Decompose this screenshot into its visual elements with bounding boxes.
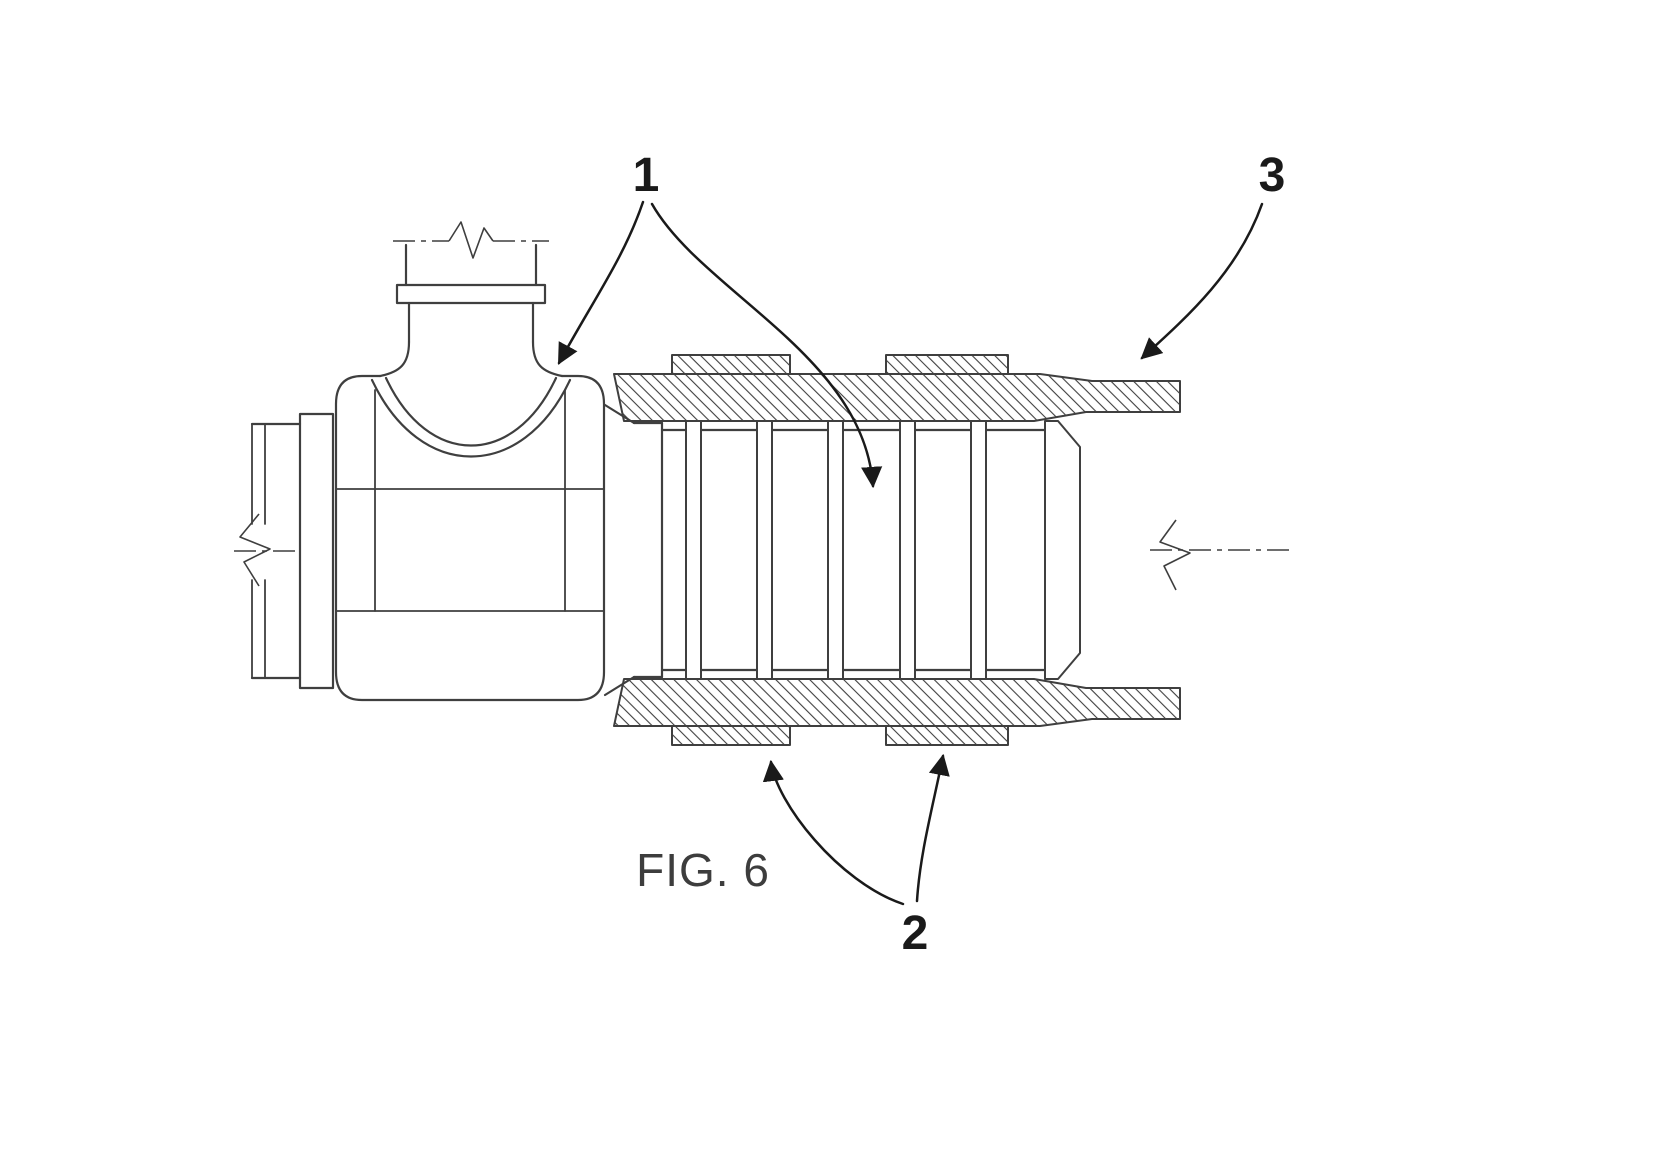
figure-text: 1 3 2 FIG. 6 — [633, 149, 1286, 960]
branch-break-zigzag — [448, 221, 494, 259]
leader-2-to-left-ring — [762, 759, 905, 906]
pipe-top-wall — [613, 373, 1181, 422]
barb-rib — [899, 420, 916, 680]
leader-1-to-fitting — [557, 200, 645, 365]
stub-flange — [298, 412, 335, 690]
pipe-bottom-wall — [613, 678, 1181, 727]
leader-lines — [557, 200, 1264, 906]
crimp-ring-bottom-left — [671, 725, 791, 746]
pipe-break-zigzag — [1159, 519, 1191, 591]
insert-neck-top — [603, 403, 636, 425]
leader-1-to-barbs — [650, 202, 883, 489]
left-stub — [239, 412, 335, 690]
stub-break-zigzag — [239, 513, 271, 587]
barb-rib — [827, 420, 844, 680]
barb-rib — [970, 420, 987, 680]
leader-2-to-right-ring — [915, 753, 950, 903]
saddle-arc-inner — [384, 376, 558, 447]
tee-fitting-body — [334, 374, 606, 702]
branch-collar — [395, 283, 547, 305]
insert-neck-bottom — [603, 675, 636, 697]
insert-tip — [1044, 420, 1081, 680]
barbed-insert — [603, 403, 1081, 697]
top-branch — [378, 221, 564, 378]
figure-caption: FIG. 6 — [636, 844, 770, 896]
ref-label-1: 1 — [633, 149, 660, 202]
barb-rib — [756, 420, 773, 680]
saddle-arc-outer — [370, 378, 572, 458]
leader-3-to-pipe — [1140, 202, 1264, 360]
branch-flare-left — [378, 340, 411, 378]
barb-rib — [685, 420, 702, 680]
ref-label-3: 3 — [1259, 149, 1286, 202]
ref-label-2: 2 — [902, 907, 929, 960]
crimp-rings — [671, 354, 1009, 746]
crimp-ring-top-right — [885, 354, 1009, 375]
crimp-ring-top-left — [671, 354, 791, 375]
crimp-ring-bottom-right — [885, 725, 1009, 746]
body-outline — [334, 374, 606, 702]
branch-flare-right — [531, 340, 564, 378]
outer-pipe — [613, 373, 1191, 727]
